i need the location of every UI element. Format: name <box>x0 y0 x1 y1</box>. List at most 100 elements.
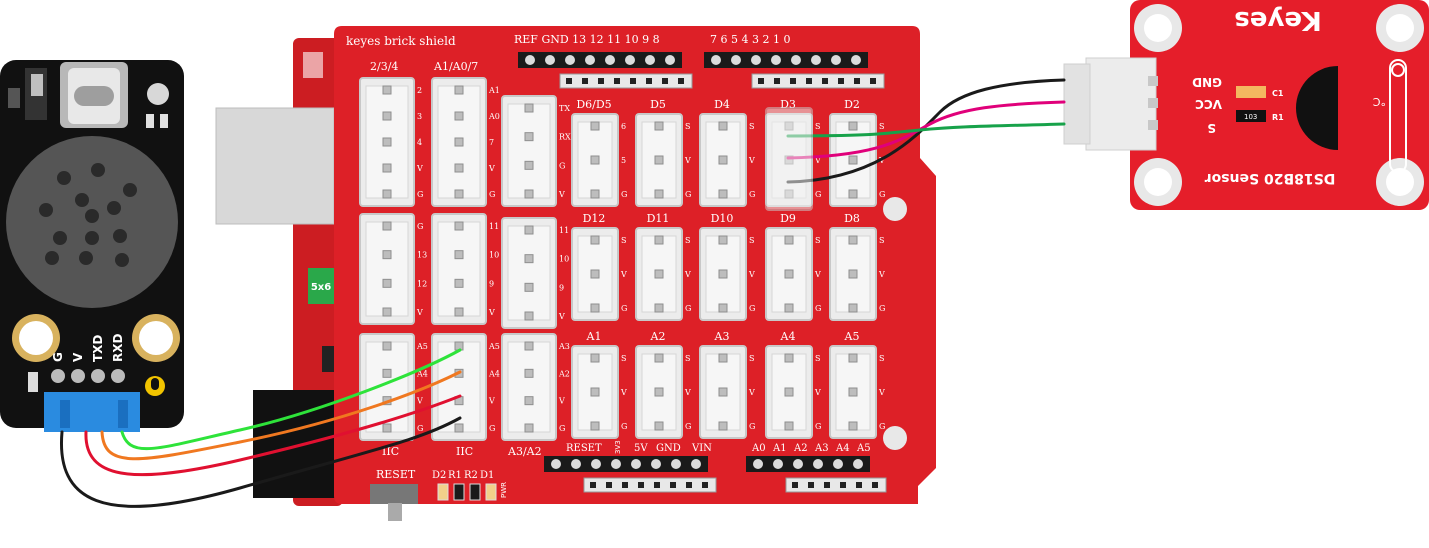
pin-label: G <box>879 190 885 199</box>
wire-green-signal <box>786 122 1066 138</box>
header-pin <box>853 459 863 469</box>
pin-label: G <box>815 422 821 431</box>
pin-label: V <box>488 164 495 173</box>
port-d3-plug <box>765 107 813 211</box>
pin-label: 10 <box>489 251 499 260</box>
port-label: D5 <box>650 98 666 111</box>
pin-socket <box>784 387 794 397</box>
wire-green <box>120 348 462 451</box>
pin-label: V <box>748 270 755 279</box>
voice-pin-label: TXD <box>91 335 105 362</box>
pin-label: V <box>620 270 627 279</box>
iic-mid-label: IIC <box>456 445 473 458</box>
female-header <box>583 477 717 493</box>
header-pin <box>691 459 701 469</box>
sensor-brand: Keyes <box>1234 5 1321 35</box>
thermometer-icon <box>1389 59 1407 173</box>
pin-socket <box>590 269 600 279</box>
port-a4: SVG <box>765 345 821 439</box>
pin-label: S <box>749 354 754 363</box>
header-pin <box>771 55 781 65</box>
pin-label: S <box>685 354 690 363</box>
pin-label: 11 <box>559 226 569 235</box>
pin-socket <box>590 303 600 313</box>
analog-label: A1 <box>772 443 787 454</box>
pin-socket <box>524 396 534 406</box>
female-header <box>785 477 887 493</box>
port-d8: SVG <box>829 227 885 321</box>
pin-socket <box>524 132 534 142</box>
pin-socket <box>848 387 858 397</box>
port-a5: SVG <box>829 345 885 439</box>
pin-socket <box>454 278 464 288</box>
header-pin <box>811 55 821 65</box>
pin-socket <box>382 85 392 95</box>
pin-socket <box>454 111 464 121</box>
pin-socket <box>382 111 392 121</box>
pin-label: TX <box>559 104 570 113</box>
header-pin <box>753 459 763 469</box>
pin-socket <box>382 250 392 260</box>
pin-label: 6 <box>621 122 626 131</box>
port-label: D9 <box>780 212 796 225</box>
pin-socket <box>848 121 858 131</box>
speaker-hole <box>53 231 67 245</box>
port-label: D6/D5 <box>576 98 611 111</box>
mounting-hole <box>883 426 907 450</box>
led-label: D2 <box>432 470 446 481</box>
pin-label: A5 <box>416 342 428 351</box>
r1-code: 103 <box>1244 113 1257 121</box>
pin-label: G <box>749 422 755 431</box>
speaker-hole <box>45 251 59 265</box>
pin-label: G <box>489 424 495 433</box>
port-a2: SVG <box>635 345 691 439</box>
wire-red <box>84 394 462 477</box>
pin-socket <box>784 421 794 431</box>
pin-socket <box>382 307 392 317</box>
pin-socket <box>718 269 728 279</box>
power-label: GND <box>656 443 681 454</box>
pin-socket <box>654 155 664 165</box>
pin-socket <box>718 387 728 397</box>
pin-label: G <box>685 304 691 313</box>
voice-pin-label: RXD <box>111 334 125 362</box>
speaker-hole <box>85 209 99 223</box>
port-d4: SVG <box>699 113 755 207</box>
pin-socket <box>524 423 534 433</box>
pin-label: V <box>814 156 821 165</box>
pin-label: V <box>814 270 821 279</box>
port-label: D12 <box>583 212 606 225</box>
pin-socket <box>590 155 600 165</box>
port-d5: SVG <box>635 113 691 207</box>
sensor-name: DS18B20 Sensor <box>1205 170 1336 186</box>
pin-label: G <box>621 304 627 313</box>
speaker-hole <box>123 183 137 197</box>
header-pin <box>525 55 535 65</box>
pin-label: 13 <box>417 251 427 260</box>
pin-label: A5 <box>488 342 500 351</box>
pin-socket <box>848 189 858 199</box>
header-pin <box>833 459 843 469</box>
analog-header <box>746 456 870 472</box>
top-header-left <box>518 52 682 68</box>
pin-label: S <box>685 236 690 245</box>
pin-label: S <box>685 122 690 131</box>
pin-label: S <box>879 354 884 363</box>
pin-label: G <box>417 222 423 231</box>
header-pin <box>611 459 621 469</box>
header-pin <box>631 459 641 469</box>
port-label: D8 <box>844 212 860 225</box>
pin-socket <box>454 307 464 317</box>
reset-button[interactable] <box>370 484 418 504</box>
port-label: A2 <box>650 330 666 343</box>
header-pin <box>571 459 581 469</box>
speaker-hole <box>107 201 121 215</box>
speaker-hole <box>39 203 53 217</box>
analog-label: A4 <box>835 443 850 454</box>
pin-label: A1 <box>488 86 500 95</box>
arduino-board: 5x6 <box>215 38 343 506</box>
